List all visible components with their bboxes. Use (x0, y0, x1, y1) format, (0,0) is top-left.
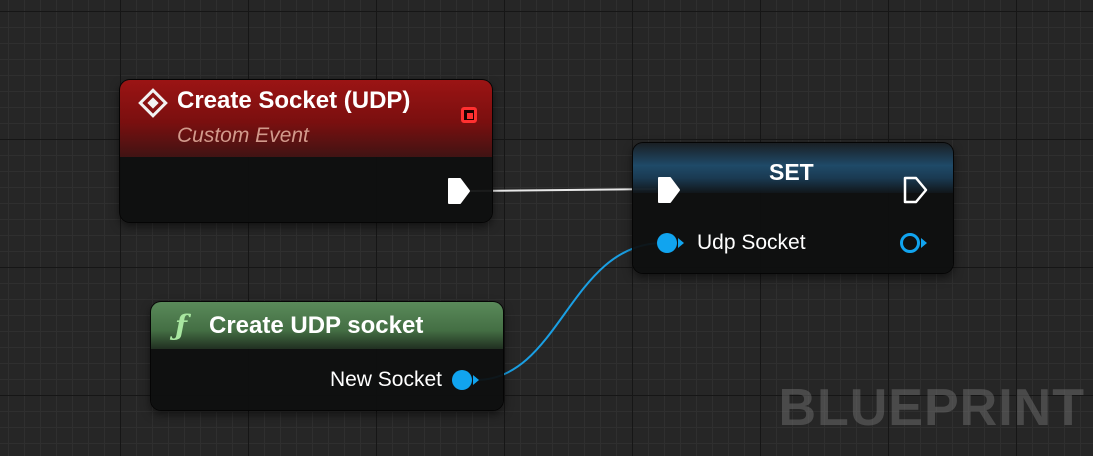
function-f-icon: ƒ (175, 309, 188, 342)
function-new-socket-label: New Socket (329, 368, 442, 391)
function-node-header: ƒ Create UDP socket (151, 302, 503, 349)
function-new-socket-output-pin[interactable] (450, 368, 480, 392)
event-exec-output-pin[interactable] (447, 177, 471, 205)
function-node-title: Create UDP socket (209, 312, 424, 339)
set-udp-socket-label: Udp Socket (697, 231, 806, 254)
exec-wire[interactable] (469, 188, 657, 192)
event-diamond-icon (138, 88, 168, 118)
event-node-create-socket-udp[interactable]: Create Socket (UDP) Custom Event (120, 80, 492, 222)
event-node-subtitle: Custom Event (177, 124, 309, 147)
event-node-header: Create Socket (UDP) Custom Event (120, 80, 492, 157)
set-exec-output-pin[interactable] (903, 176, 929, 204)
set-exec-input-pin[interactable] (657, 176, 681, 204)
set-node-title: SET (769, 159, 814, 185)
event-node-title: Create Socket (UDP) (177, 87, 411, 114)
function-node-create-udp-socket[interactable]: ƒ Create UDP socket New Socket (151, 302, 503, 410)
blueprint-watermark: BLUEPRINT (778, 379, 1085, 437)
event-delegate-pin[interactable] (461, 107, 477, 123)
set-node-header: SET (633, 143, 953, 193)
set-udp-socket-input-pin[interactable] (655, 231, 685, 255)
set-udp-socket-output-pin[interactable] (898, 231, 928, 255)
set-node[interactable]: SET Udp Socket (633, 143, 953, 273)
